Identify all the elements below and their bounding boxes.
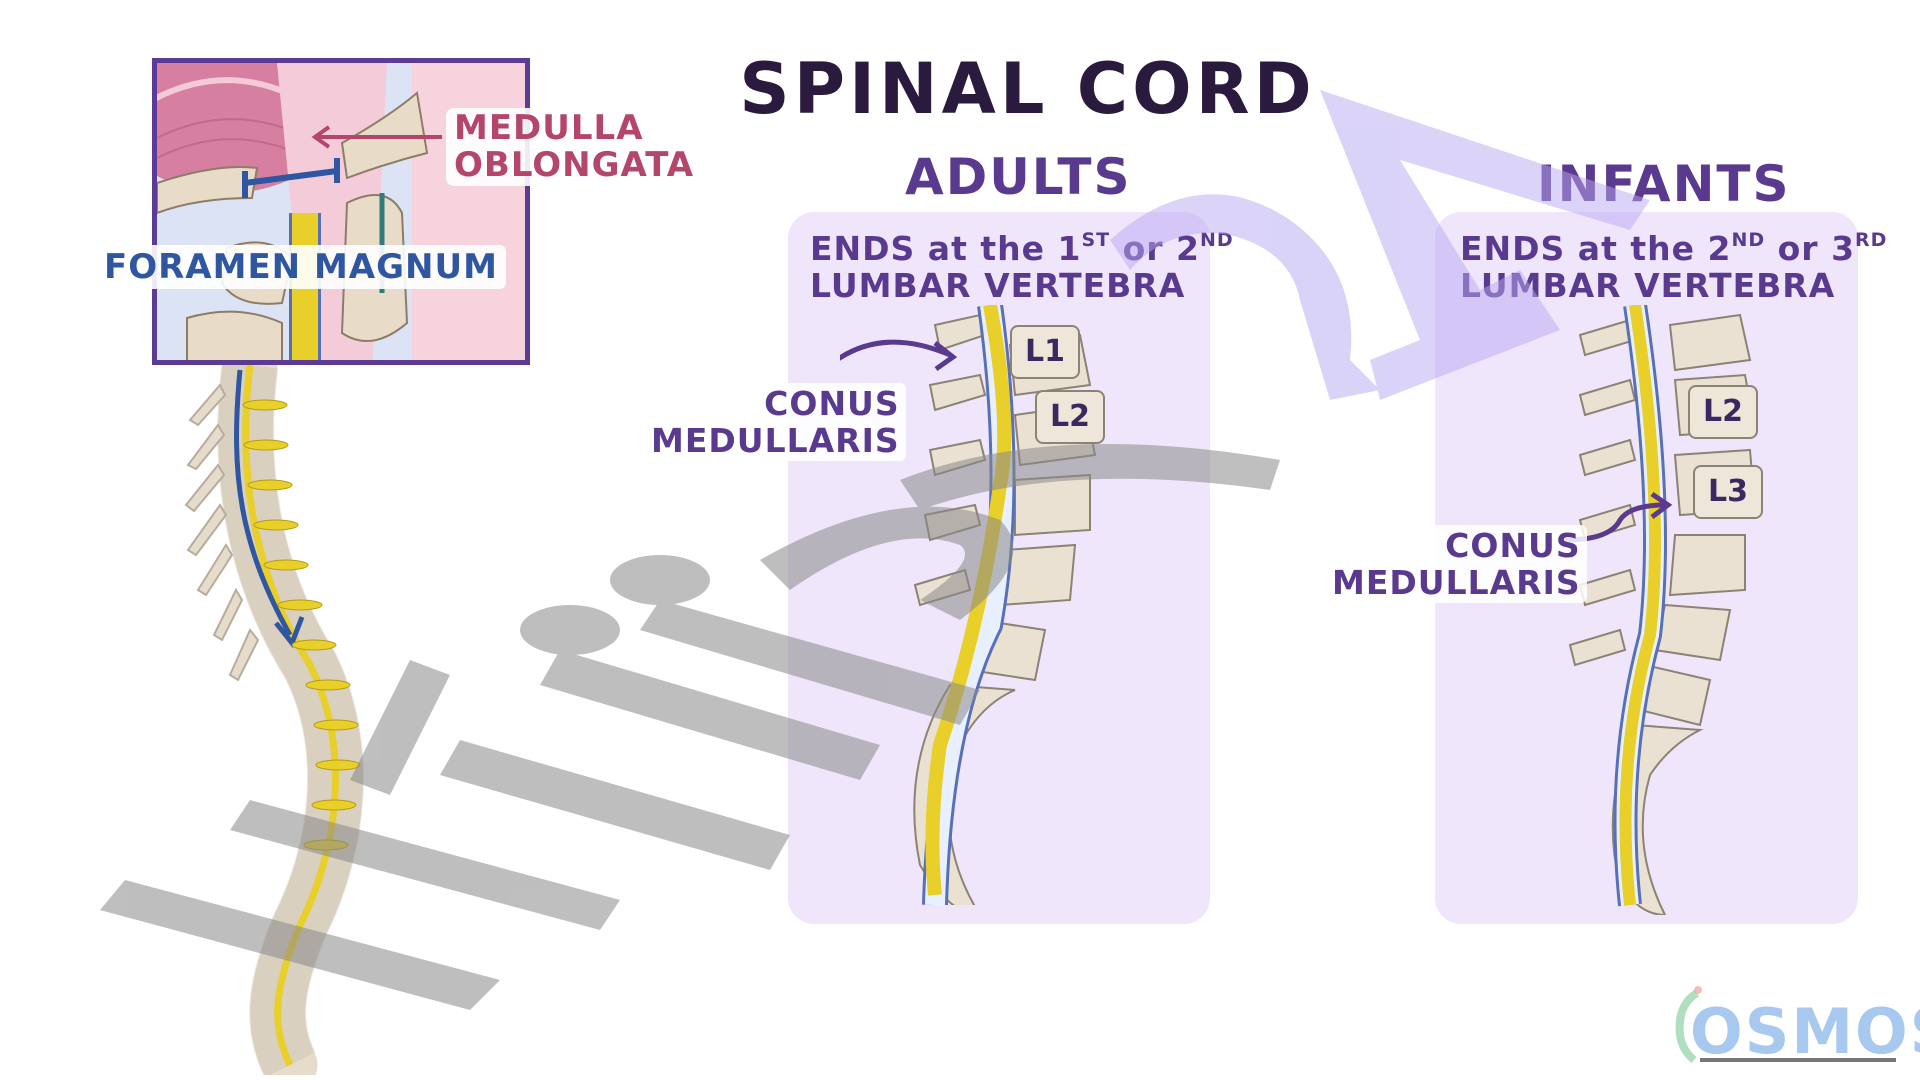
arrow-head-icon — [933, 341, 958, 372]
foramen-bar — [244, 168, 338, 186]
infants-heading: INFANTS — [1537, 155, 1791, 213]
infants-conus-medullaris-label: CONUS MEDULLARIS — [1326, 525, 1587, 603]
page-title: SPINAL CORD — [739, 48, 1316, 130]
vertebra-label-l2: L2 — [1035, 390, 1105, 444]
osmosis-logo-arc-icon — [1675, 986, 1702, 1064]
vertebra-label-l1: L1 — [1010, 325, 1080, 379]
arrow-head-icon — [274, 616, 305, 648]
spinous-processes — [184, 383, 260, 682]
osmosis-logo: OSMOSI — [1690, 995, 1920, 1068]
medulla-oblongata-label: MEDULLA OBLONGATA — [446, 108, 703, 186]
adults-conus-medullaris-label: CONUS MEDULLARIS — [645, 383, 906, 461]
medulla-label-line1: MEDULLA — [454, 108, 644, 148]
arrow-head-icon — [1650, 491, 1673, 519]
spinal-cord — [1619, 305, 1661, 906]
foramen-magnum-label: FORAMEN MAGNUM — [96, 245, 506, 289]
logo-underline — [1700, 1058, 1896, 1062]
adults-ends-text: ENDS at the 1ST or 2ND LUMBAR VERTEBRA — [810, 229, 1234, 305]
medulla-label-line2: OBLONGATA — [454, 145, 695, 185]
infants-ends-text: ENDS at the 2ND or 3RD LUMBAR VERTEBRA — [1460, 229, 1888, 305]
foramen-magnum-inset — [152, 58, 530, 365]
infant-lumbar-spine-illustration — [1568, 305, 1757, 915]
full-spine-illustration — [184, 365, 364, 1075]
adults-heading: ADULTS — [905, 148, 1132, 206]
cord-length-arrow — [234, 369, 293, 637]
conus-arrow — [840, 339, 951, 361]
vertebra-label-l2: L2 — [1688, 385, 1758, 439]
vertebra-label-l3: L3 — [1693, 465, 1763, 519]
infants-conus-arrow — [1564, 491, 1673, 543]
